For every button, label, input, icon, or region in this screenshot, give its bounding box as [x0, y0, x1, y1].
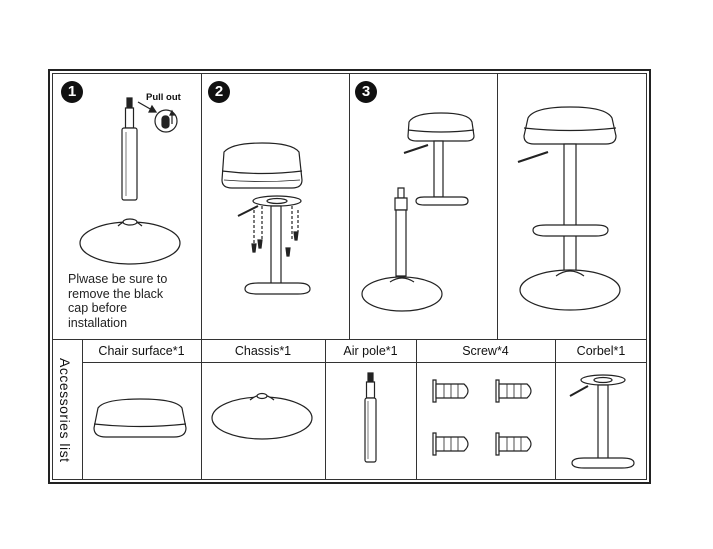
final-stool-icon	[518, 107, 620, 310]
step2-mechanism-icon	[238, 196, 301, 244]
screw-icon	[252, 232, 298, 256]
accessory-label-chassis: Chassis*1	[234, 344, 292, 358]
step-1-badge: 1	[61, 81, 83, 103]
note-line: installation	[68, 315, 128, 330]
step2-pole-icon	[245, 206, 310, 294]
screw-icon	[496, 380, 531, 402]
accessory-label-screw: Screw*4	[462, 344, 509, 358]
cap-detail-icon	[155, 110, 177, 132]
air-pole-icon	[365, 373, 376, 462]
divider	[201, 73, 202, 340]
accessory-label-corbel: Corbel*1	[576, 344, 626, 358]
divider	[349, 73, 350, 340]
screw-icon	[433, 433, 468, 455]
divider	[497, 73, 498, 340]
divider	[82, 339, 83, 480]
screw-icon	[433, 380, 468, 402]
step3-assembled-top-icon	[404, 113, 474, 205]
pull-out-arrow-icon	[138, 102, 156, 112]
note-line: cap before	[68, 301, 128, 315]
outer-frame	[48, 69, 651, 484]
accessory-label-air-pole: Air pole*1	[343, 344, 398, 358]
cap-removal-note: Plwase be sure to remove the black cap b…	[68, 272, 198, 330]
chair-surface-icon	[94, 399, 186, 437]
accessories-list-title: Accessories list	[57, 357, 73, 463]
step1-base-icon	[80, 219, 180, 264]
divider	[555, 339, 556, 480]
step1-gas-lift-icon	[122, 98, 137, 200]
step2-seat-icon	[222, 143, 302, 188]
accessory-label-chair-surface: Chair surface*1	[98, 344, 185, 358]
divider	[325, 339, 326, 480]
note-line: Plwase be sure to	[68, 272, 168, 286]
screw-icon	[496, 433, 531, 455]
divider	[82, 362, 647, 363]
note-line: remove the black	[68, 286, 164, 301]
pull-out-callout: Pull out	[146, 92, 181, 103]
divider	[52, 339, 647, 340]
step3-base-pole-icon	[362, 188, 442, 311]
chassis-icon	[212, 394, 312, 440]
step-2-badge: 2	[208, 81, 230, 103]
step-3-badge: 3	[355, 81, 377, 103]
corbel-icon	[570, 375, 634, 468]
divider	[201, 339, 202, 480]
divider	[416, 339, 417, 480]
